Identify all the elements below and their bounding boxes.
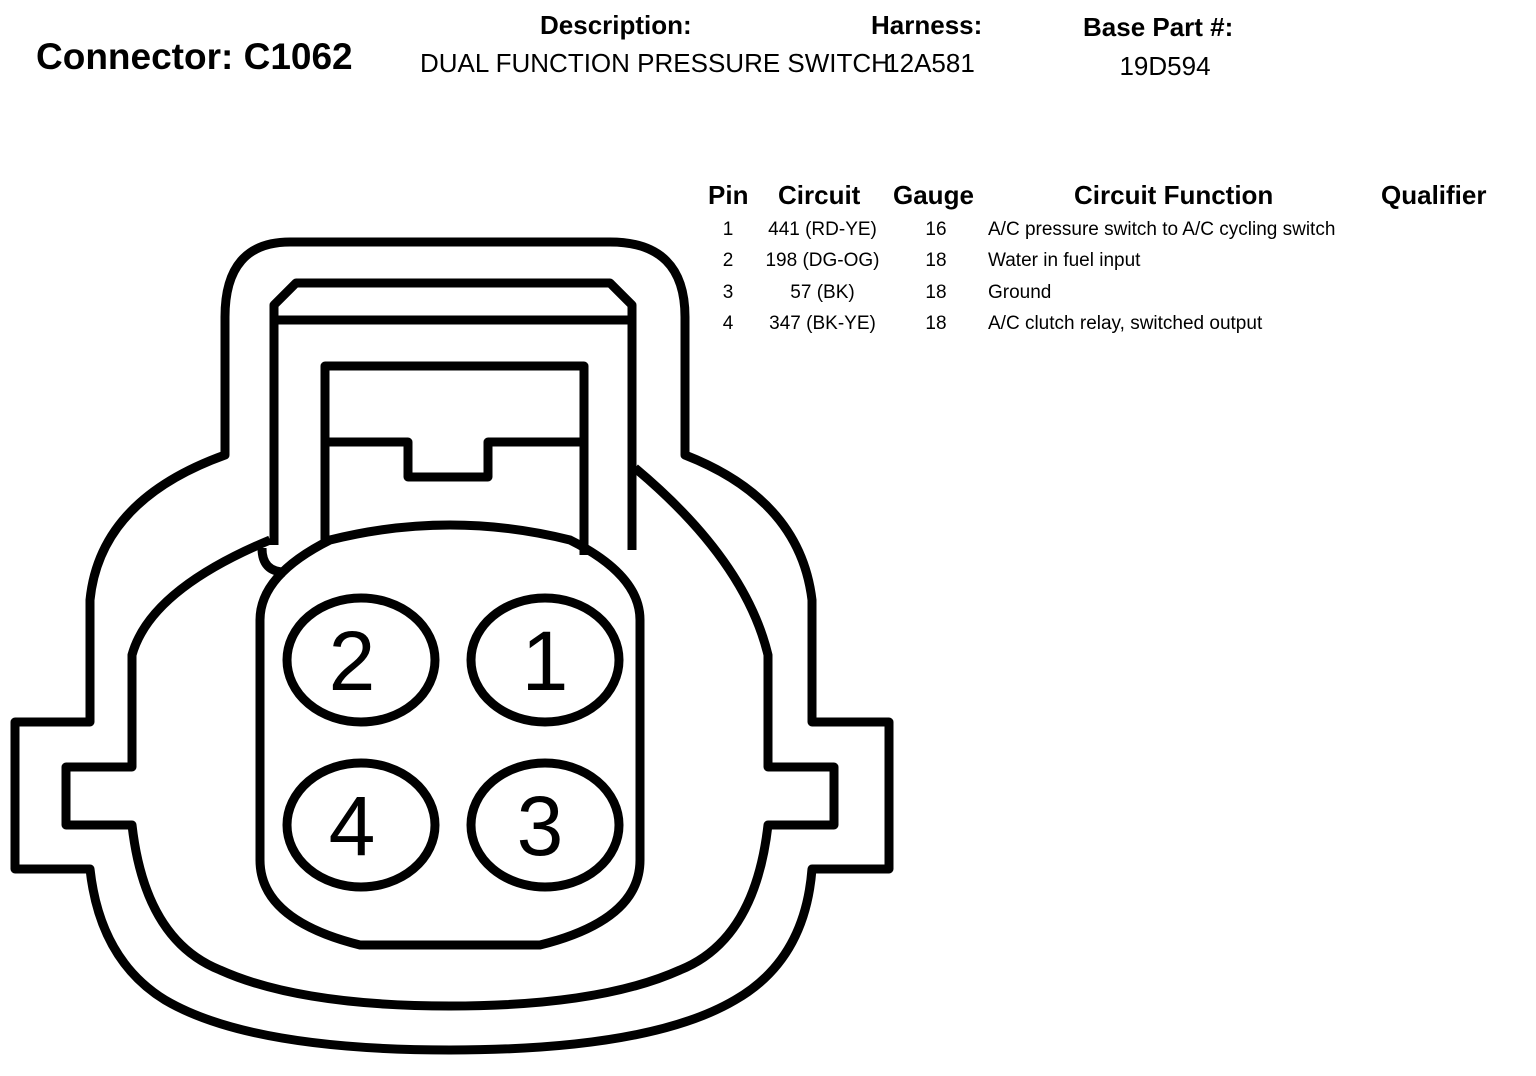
row-function: Ground — [988, 282, 1052, 303]
column-header-pin: Pin — [708, 180, 749, 210]
harness-label: Harness: — [871, 10, 983, 40]
row-gauge: 18 — [925, 250, 947, 271]
row-circuit: 198 (DG-OG) — [765, 250, 880, 271]
harness-value: 12A581 — [885, 48, 975, 78]
pin-cavity-face — [255, 520, 645, 950]
row-circuit: 57 (BK) — [790, 282, 855, 303]
row-circuit: 347 (BK-YE) — [769, 313, 876, 334]
connector-inner-wall — [61, 464, 839, 1011]
pin-2-label: 2 — [329, 614, 376, 708]
table-row: 3 57 (BK) 18 Ground — [700, 282, 1520, 312]
column-header-qualifier: Qualifier — [1381, 180, 1487, 210]
base-part-label: Base Part #: — [1083, 12, 1234, 42]
row-gauge: 16 — [925, 219, 947, 240]
pin-4-label: 4 — [329, 779, 376, 873]
column-header-circuit-function: Circuit Function — [1074, 180, 1274, 210]
row-function: A/C pressure switch to A/C cycling switc… — [988, 219, 1336, 240]
row-pin: 4 — [722, 313, 734, 334]
pin-1-cavity — [466, 593, 624, 727]
row-function: Water in fuel input — [988, 250, 1141, 271]
pin-1-label: 1 — [522, 614, 569, 708]
row-gauge: 18 — [925, 282, 947, 303]
table-row: 4 347 (BK-YE) 18 A/C clutch relay, switc… — [700, 313, 1520, 343]
table-row: 2 198 (DG-OG) 18 Water in fuel input — [700, 250, 1520, 280]
pin-4-cavity — [282, 758, 440, 892]
row-pin: 2 — [722, 250, 734, 271]
row-gauge: 18 — [925, 313, 947, 334]
connector-title: Connector: C1062 — [36, 36, 353, 77]
locking-latch — [269, 278, 637, 550]
column-header-gauge: Gauge — [893, 180, 974, 210]
connector-outer-housing — [10, 237, 894, 1055]
row-pin: 1 — [722, 219, 734, 240]
pin-2-cavity — [282, 593, 440, 727]
row-function: A/C clutch relay, switched output — [988, 313, 1263, 334]
row-circuit: 441 (RD-YE) — [768, 219, 877, 240]
column-header-circuit: Circuit — [778, 180, 861, 210]
latch-key — [327, 437, 582, 482]
latch-window — [320, 361, 589, 555]
description-label: Description: — [540, 10, 692, 40]
row-pin: 3 — [722, 282, 734, 303]
base-part-value: 19D594 — [1119, 51, 1211, 81]
pin-3-label: 3 — [517, 779, 564, 873]
table-row: 1 441 (RD-YE) 16 A/C pressure switch to … — [700, 219, 1520, 249]
pin-3-cavity — [466, 758, 624, 892]
description-value: DUAL FUNCTION PRESSURE SWITCH — [420, 48, 890, 78]
